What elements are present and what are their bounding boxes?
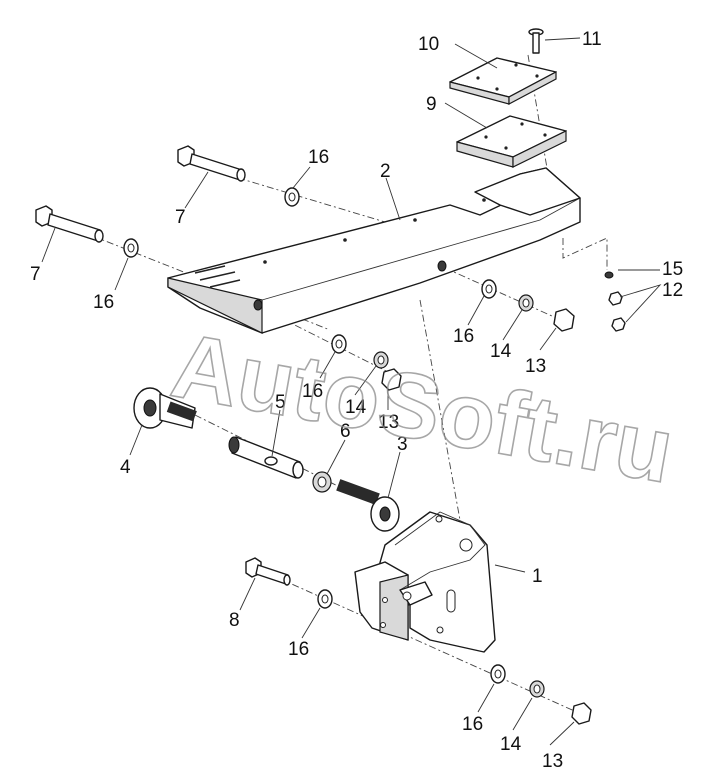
watermark: AutoSoft.ru <box>165 314 681 502</box>
callout-14-mid: 14 <box>345 397 367 418</box>
callout-16-left: 16 <box>93 292 114 313</box>
callout-13-mid: 13 <box>378 412 399 433</box>
callout-16-mid: 16 <box>302 381 323 402</box>
bolt-part-7-lower <box>35 205 104 243</box>
tube-part-5 <box>228 436 304 479</box>
callout-labels: 10 11 9 2 16 7 7 16 15 12 16 14 13 16 14… <box>30 29 683 772</box>
callout-1: 1 <box>532 566 543 587</box>
callout-13-bottom: 13 <box>542 751 563 772</box>
callout-15: 15 <box>662 259 683 280</box>
bolt-part-8 <box>245 557 291 586</box>
callout-leader-lines <box>41 37 662 746</box>
callout-7-upper: 7 <box>175 207 186 228</box>
callout-14-right: 14 <box>490 341 512 362</box>
callout-8: 8 <box>229 610 240 631</box>
callout-16-upper: 16 <box>308 147 329 168</box>
pad-part-10 <box>449 57 557 105</box>
callout-2: 2 <box>380 161 391 182</box>
rod-end-part-3 <box>336 479 400 532</box>
callout-14-bottom: 14 <box>500 734 522 755</box>
callout-7-lower: 7 <box>30 264 41 285</box>
callout-16-right: 16 <box>453 326 474 347</box>
callout-13-right: 13 <box>525 356 546 377</box>
callout-4: 4 <box>120 457 131 478</box>
washers-part-16 <box>123 187 506 684</box>
bolt-part-7-upper <box>177 145 246 182</box>
callout-16-lower: 16 <box>288 639 309 660</box>
spring-washers-part-14 <box>373 294 545 698</box>
small-fasteners-part-12-15 <box>604 271 626 332</box>
pad-part-9 <box>456 115 567 168</box>
callout-3: 3 <box>397 434 408 455</box>
callout-10: 10 <box>418 34 439 55</box>
callout-12: 12 <box>662 280 683 301</box>
callout-6: 6 <box>340 421 351 442</box>
nut-part-6 <box>312 471 332 493</box>
bolt-part-11 <box>528 28 544 54</box>
callout-5: 5 <box>275 392 286 413</box>
callout-9: 9 <box>426 94 437 115</box>
callout-11: 11 <box>582 29 602 50</box>
bracket-part-1 <box>354 511 496 653</box>
nuts-part-13 <box>381 308 592 725</box>
beam-part-2 <box>167 167 581 334</box>
rod-end-part-4 <box>133 387 197 429</box>
callout-16-bottom: 16 <box>462 714 483 735</box>
